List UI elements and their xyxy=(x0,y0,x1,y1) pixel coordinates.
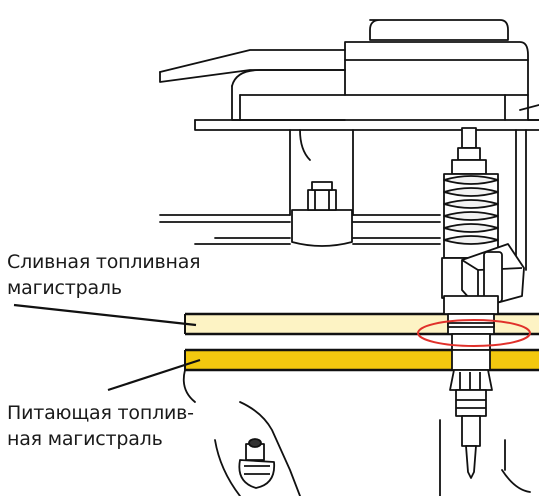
mounting-bolt xyxy=(291,181,353,247)
cylinder-head-outline xyxy=(159,19,539,271)
supply-fuel-line-label-line2: ная магистраль xyxy=(7,428,163,450)
return-fuel-line-label-line2: магистраль xyxy=(7,277,122,299)
supply-fuel-line-label: Питающая топлив- ная магистраль xyxy=(7,400,194,452)
lower-head-outline xyxy=(182,369,531,496)
return-spring xyxy=(443,175,499,245)
pump-injector-unit xyxy=(441,127,525,479)
supply-line-leader xyxy=(107,358,201,392)
return-fuel-line-label: Сливная топливная магистраль xyxy=(7,249,201,301)
glow-plug xyxy=(238,438,276,489)
highlight-ellipse xyxy=(417,319,531,347)
return-fuel-line-label-line1: Сливная топливная xyxy=(7,251,201,273)
supply-fuel-line-label-line1: Питающая топлив- xyxy=(7,402,194,424)
return-line-leader xyxy=(13,303,197,327)
